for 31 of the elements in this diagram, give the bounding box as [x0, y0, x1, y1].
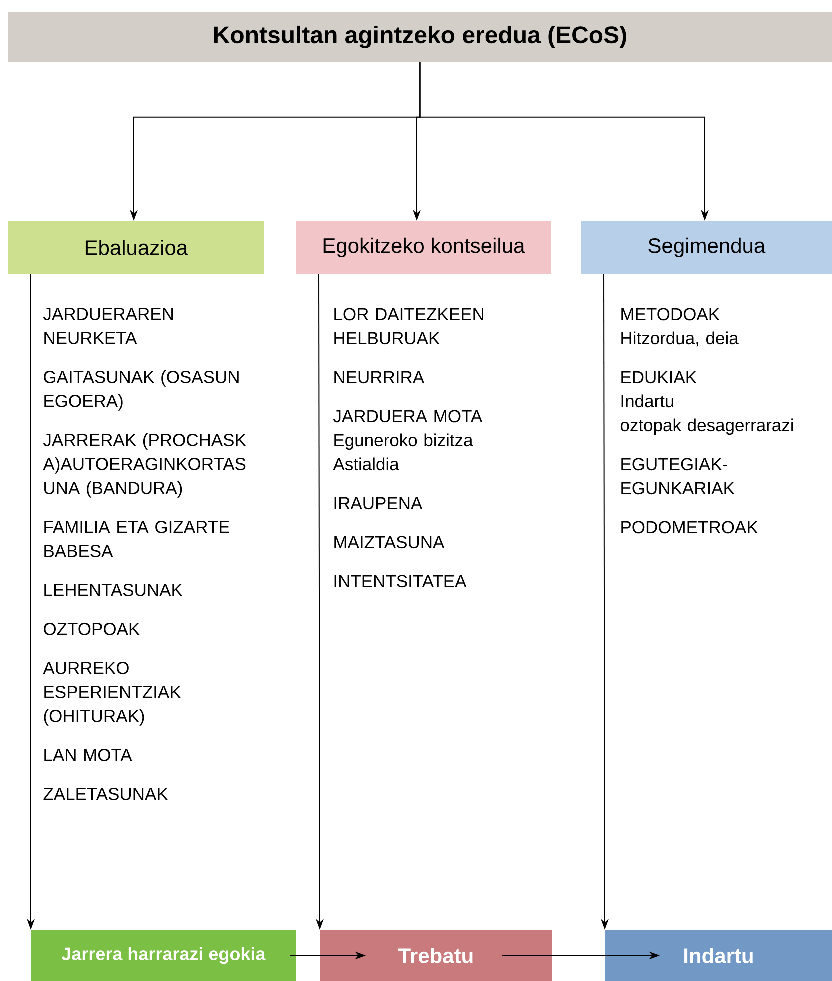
list-item: JARDUERA MOTA — [333, 410, 483, 423]
list-item: PODOMETROAK — [622, 521, 758, 534]
list-item: Astialdia — [333, 458, 400, 471]
list-item: INTENTSITATEA — [334, 575, 467, 588]
list-item: OZTOPOAK — [44, 623, 140, 636]
list-item: IRAUPENA — [334, 497, 423, 510]
list-item: JARDUERAREN NEURKETA — [43, 308, 174, 344]
list-item: LAN MOTA — [44, 749, 132, 762]
list-item: EGUTEGIAK- EGUNKARIAK — [622, 458, 735, 495]
list-item: Indartu — [622, 394, 674, 408]
list-item: oztopak desagerrarazi — [620, 418, 794, 436]
list-item: Eguneroko bizitza — [334, 434, 474, 450]
list-item: EDUKIAK — [622, 371, 697, 384]
list-item: ZALETASUNAK — [44, 788, 168, 800]
list-item: FAMILIA ETA GIZARTE BABESA — [44, 521, 230, 558]
list-item: METODOAK — [622, 308, 720, 321]
list-item: GAITASUNAK (OSASUN EGOERA) — [44, 370, 239, 411]
list-item: JARRERAK (PROCHASK A)AUTOERAGINKORTAS UNA (BANDURA) — [43, 434, 246, 498]
list-item: LOR DAITEZKEEN HELBURUAK — [334, 308, 484, 345]
list-item: Hitzordua, deia — [622, 332, 739, 347]
title-box: Kontsultan agintzeko eredua (ECoS) — [8, 12, 832, 62]
header-box: Ebaluazioa — [8, 221, 264, 274]
header-box: Segimendua — [581, 221, 832, 274]
step-box: Indartu — [605, 930, 832, 981]
list-item: LEHENTASUNAK — [44, 584, 183, 596]
step-box: Trebatu — [320, 930, 552, 981]
step-box: Jarrera harrarazi egokia — [31, 930, 296, 981]
list-item: NEURRIRA — [334, 371, 425, 384]
list-item: MAIZTASUNA — [334, 536, 445, 549]
list-item: AURREKO ESPERIENTZIAK (OHITURAK) — [43, 662, 182, 726]
header-box: Egokitzeko kontseilua — [296, 221, 552, 274]
